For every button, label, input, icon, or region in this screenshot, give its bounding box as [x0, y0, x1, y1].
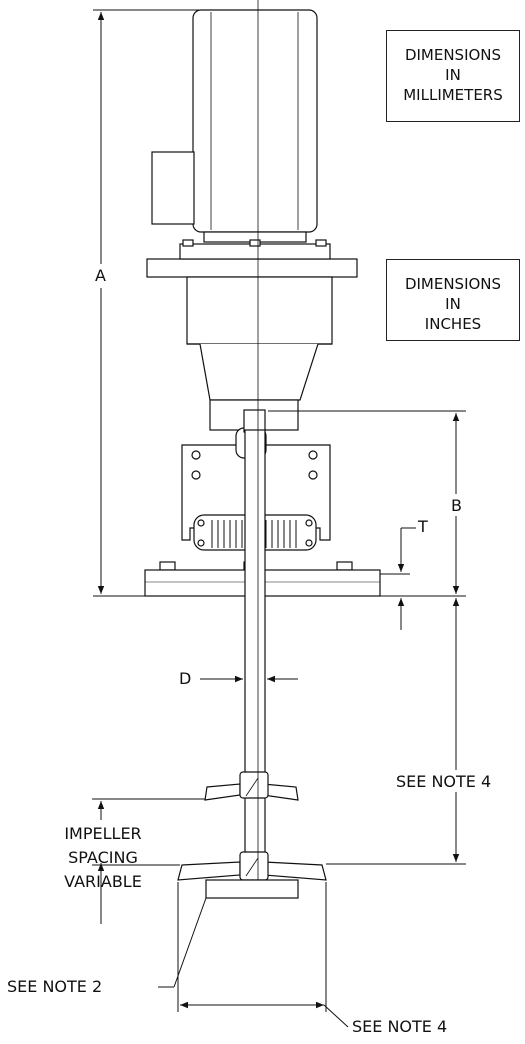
- dimensions-millimeters-box: DIMENSIONS IN MILLIMETERS: [386, 30, 520, 122]
- bolt-icon: [159, 561, 176, 571]
- label-see-note-2: SEE NOTE 2: [7, 977, 103, 996]
- label-d: D: [179, 669, 192, 688]
- bolt-icon: [315, 239, 327, 247]
- box-line: IN: [445, 66, 461, 84]
- see-note-2-leader: [158, 897, 207, 988]
- impeller-upper: [204, 771, 299, 801]
- impeller-lower: [177, 851, 327, 899]
- label-b: B: [451, 496, 462, 515]
- dimension-impeller-spacing: [92, 798, 205, 924]
- impeller-spacing-line: VARIABLE: [64, 872, 142, 891]
- impeller-spacing-line: SPACING: [68, 848, 138, 867]
- motor: [151, 9, 318, 243]
- motor-flange: [146, 239, 358, 278]
- dimension-b: [268, 410, 466, 597]
- impeller-spacing-line: IMPELLER: [64, 824, 142, 843]
- label-see-note-4-bottom: SEE NOTE 4: [352, 1017, 448, 1036]
- label-impeller-spacing: IMPELLER SPACING VARIABLE: [51, 822, 155, 894]
- gear-reducer: [186, 276, 333, 431]
- label-see-note-4-right: SEE NOTE 4: [396, 772, 492, 791]
- box-line: IN: [445, 295, 461, 313]
- bolt-icon: [336, 561, 353, 571]
- label-a: A: [95, 266, 106, 285]
- dimension-see-note-4-vertical: [326, 598, 466, 865]
- label-t: T: [418, 517, 428, 536]
- bolt-icon: [182, 239, 194, 247]
- bolt-icon: [249, 239, 261, 247]
- box-line: DIMENSIONS: [404, 46, 502, 64]
- box-line: MILLIMETERS: [403, 86, 503, 104]
- dimension-impeller-diameter: [177, 882, 349, 1028]
- dimensions-inches-box: DIMENSIONS IN INCHES: [386, 259, 520, 341]
- box-line: INCHES: [424, 315, 482, 333]
- terminal-box: [151, 151, 195, 225]
- dimension-a: [93, 9, 258, 597]
- box-line: DIMENSIONS: [404, 275, 502, 293]
- dimension-t: [380, 527, 416, 630]
